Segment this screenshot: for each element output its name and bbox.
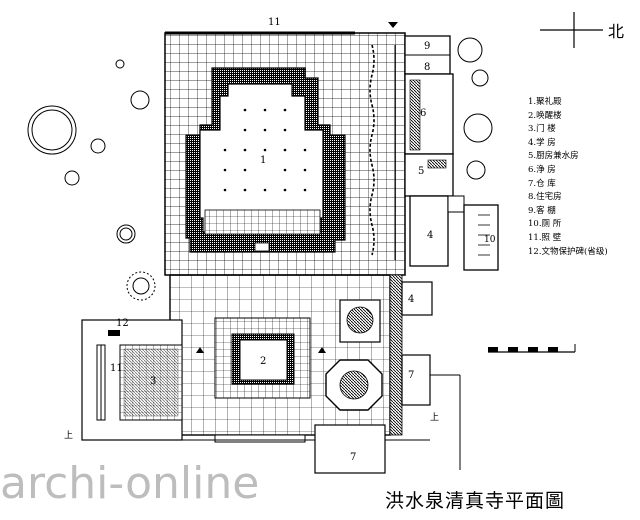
label-7a: 7 bbox=[408, 370, 414, 381]
label-3: 3 bbox=[150, 376, 156, 387]
label-7b: 7 bbox=[350, 452, 356, 463]
label-9: 9 bbox=[424, 41, 430, 52]
main-compound bbox=[164, 31, 406, 276]
drawing-title: 洪水泉清真寺平面圖 bbox=[385, 490, 566, 512]
legend-item: 6.浄 房 bbox=[528, 164, 556, 175]
label-up-2: 上 bbox=[430, 412, 439, 423]
label-10: 10 bbox=[484, 235, 496, 245]
label-12: 12 bbox=[116, 318, 129, 329]
label-4b: 4 bbox=[408, 294, 414, 305]
label-11-left: 11 bbox=[110, 363, 123, 374]
label-5: 5 bbox=[418, 166, 424, 177]
legend-item: 12.文物保护碑(省级) bbox=[528, 246, 608, 257]
label-6: 6 bbox=[420, 108, 426, 119]
tree-symbols-right bbox=[457, 37, 493, 180]
label-1: 1 bbox=[260, 155, 266, 166]
label-2: 2 bbox=[260, 356, 266, 367]
legend-item: 3.门 楼 bbox=[528, 124, 556, 135]
legend-item: 4.学 房 bbox=[528, 137, 556, 148]
legend-item: 8.住宅房 bbox=[528, 192, 562, 203]
watermark: archi-online bbox=[0, 458, 260, 509]
legend-item: 10.厕 所 bbox=[528, 219, 562, 230]
tree-symbols bbox=[27, 59, 156, 301]
north-label: 北 bbox=[608, 22, 625, 41]
label-8: 8 bbox=[424, 62, 430, 73]
service-buildings bbox=[404, 35, 499, 271]
scale-bar bbox=[488, 344, 576, 353]
front-courtyard bbox=[120, 274, 461, 474]
legend-item: 1.聚礼殿 bbox=[528, 97, 562, 107]
gate-building bbox=[81, 319, 183, 441]
legend-item: 11.照 壁 bbox=[528, 232, 562, 243]
legend-item: 7.仓 库 bbox=[528, 178, 556, 189]
legend-item: 2.唤醒楼 bbox=[528, 110, 562, 121]
label-4a: 4 bbox=[427, 230, 433, 241]
legend: 1.聚礼殿 2.唤醒楼 3.门 楼 4.学 房 5.厨房兼水房 6.浄 房 7.… bbox=[528, 96, 638, 259]
label-11-top: 11 bbox=[268, 17, 281, 28]
north-arrow-icon bbox=[540, 12, 603, 48]
legend-item: 5.厨房兼水房 bbox=[528, 151, 579, 162]
label-up-1: 上 bbox=[64, 430, 73, 441]
gate-marker-icon bbox=[388, 22, 398, 28]
legend-item: 9.客 棚 bbox=[528, 205, 556, 216]
